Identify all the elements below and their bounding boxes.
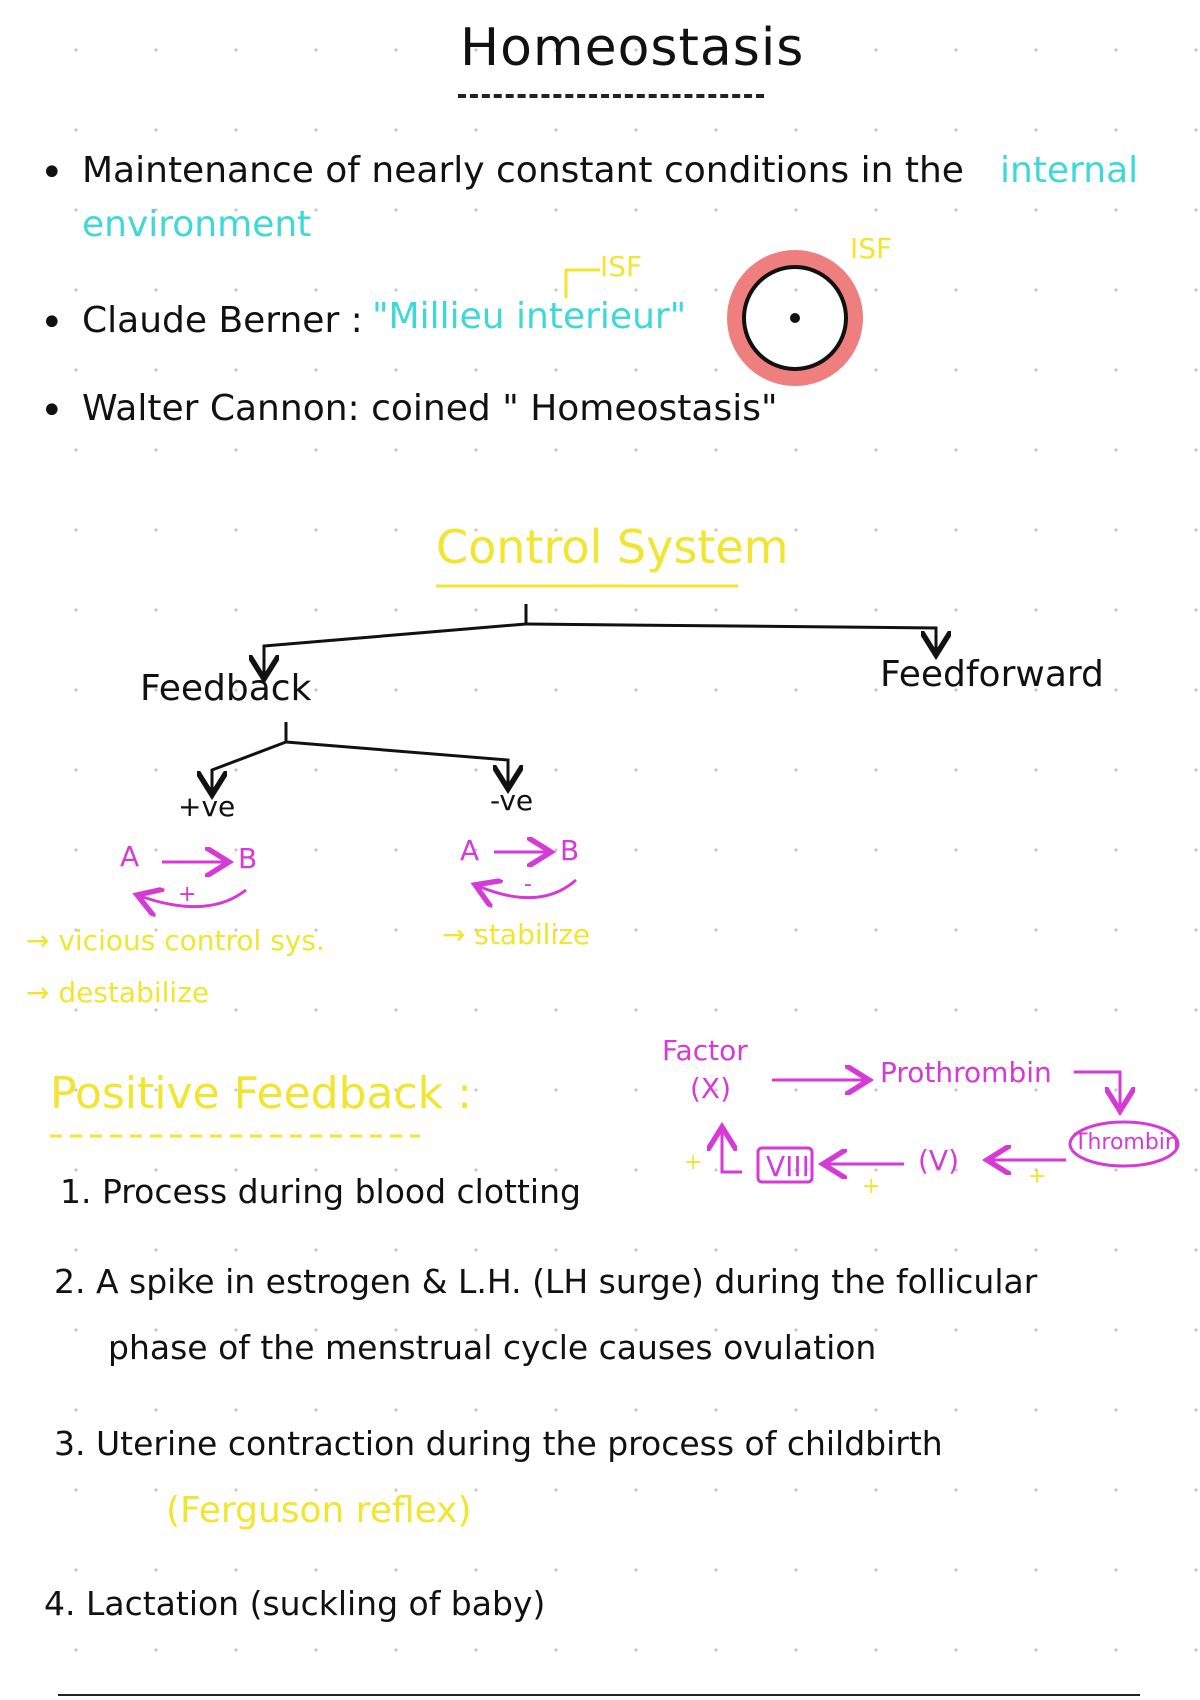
cell-isf-ring [727, 250, 863, 386]
clot-factor-x: (X) [690, 1072, 732, 1105]
pos-note-vicious: → vicious control sys. [26, 924, 325, 957]
clot-factor-label: Factor [662, 1034, 748, 1067]
bullet-3-dot: • [40, 388, 64, 434]
neg-loop-a: A [460, 834, 480, 867]
bottom-rule [58, 1694, 1140, 1696]
bullet-3-text: Walter Cannon: coined " Homeostasis" [82, 388, 778, 429]
clot-factor-v: (V) [918, 1144, 960, 1177]
title-underline [458, 94, 764, 98]
control-tree [212, 604, 936, 792]
control-system-title: Control System [436, 520, 789, 574]
bullet-1-dot: • [40, 150, 64, 196]
isf-note-arrow [564, 268, 600, 298]
bullet-2-dot: • [40, 300, 64, 346]
clot-plus-3: + [1028, 1164, 1047, 1189]
cell-nucleus [790, 313, 800, 323]
thrombin-ellipse [1068, 1120, 1180, 1168]
bullet-2-highlight: "Millieu interieur" [372, 296, 687, 337]
neg-loop-b: B [560, 834, 580, 867]
cell-membrane [742, 265, 848, 371]
neg-loop-arrows [478, 852, 577, 898]
pf-item-3-note: (Ferguson reflex) [166, 1490, 472, 1531]
bullet-1-highlight-environment: environment [82, 204, 312, 245]
pf-item-2-cont: phase of the menstrual cycle causes ovul… [108, 1328, 877, 1367]
pf-item-2: 2. A spike in estrogen & L.H. (LH surge)… [54, 1262, 1038, 1301]
pos-note-destabilize: → destabilize [26, 976, 210, 1009]
feedforward-label: Feedforward [880, 654, 1104, 695]
pos-loop-a: A [120, 840, 140, 873]
clot-plus-1: + [684, 1150, 703, 1175]
pf-item-1: 1. Process during blood clotting [60, 1172, 581, 1211]
neg-loop-sign: - [524, 872, 532, 897]
pos-loop-arrows [140, 862, 247, 907]
bullet-2-isf-note: ISF [600, 250, 643, 283]
pf-item-3: 3. Uterine contraction during the proces… [54, 1424, 943, 1463]
feedback-label: Feedback [140, 668, 312, 709]
clot-factor-viii: VIII [766, 1150, 810, 1183]
clot-thrombin: Thrombin [1074, 1130, 1179, 1155]
pos-loop-b: B [238, 842, 258, 875]
page-title: Homeostasis [460, 18, 805, 78]
pf-item-4: 4. Lactation (suckling of baby) [44, 1584, 546, 1623]
pos-loop-sign: + [178, 882, 197, 907]
positive-feedback-heading: Positive Feedback : [50, 1068, 472, 1119]
bullet-1-text: Maintenance of nearly constant condition… [82, 150, 964, 191]
cell-isf-label: ISF [850, 232, 893, 265]
viii-box [756, 1146, 814, 1184]
clotting-arrows [722, 1072, 1180, 1184]
bullet-2-label: Claude Berner : [82, 300, 363, 341]
neg-note-stabilize: → stabilize [442, 918, 591, 951]
cell-diagram [727, 250, 863, 386]
bullet-1-highlight-internal: internal [1000, 150, 1139, 191]
clot-plus-2: + [862, 1174, 881, 1199]
clot-prothrombin: Prothrombin [880, 1056, 1052, 1089]
